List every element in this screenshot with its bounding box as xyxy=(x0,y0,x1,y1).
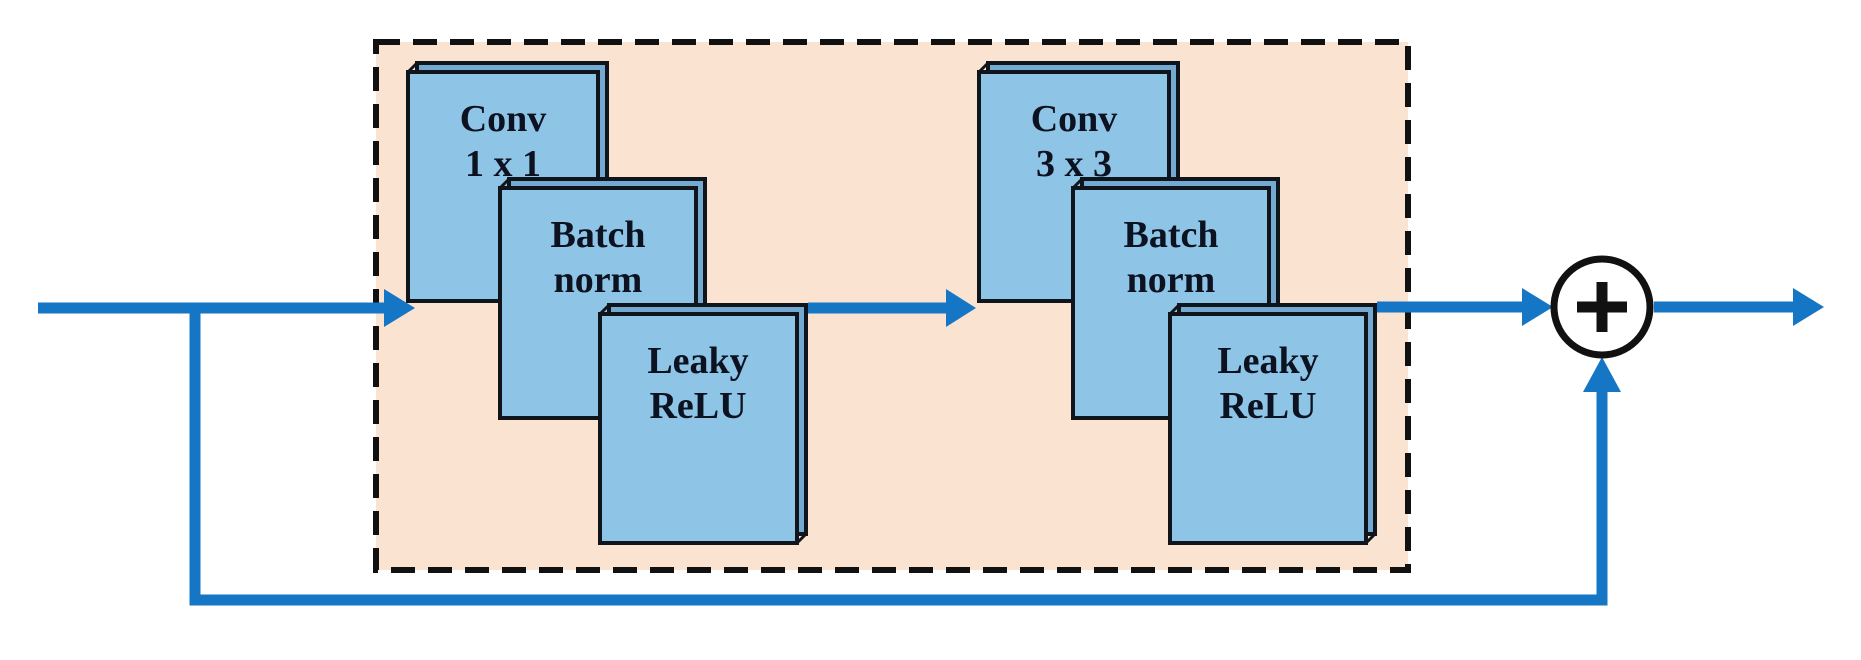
skip-connection-line xyxy=(189,308,1608,606)
block-label-line2: ReLU xyxy=(649,385,746,427)
block-label-line1: Leaky xyxy=(647,340,748,382)
sum-node xyxy=(1550,255,1654,359)
skip-arrowhead-icon xyxy=(1583,357,1621,392)
inner-stage-arrow xyxy=(808,289,976,327)
block-label-line2: norm xyxy=(554,259,643,301)
block-front-face xyxy=(1168,312,1368,545)
block-leaky-relu-2: Leaky ReLU xyxy=(1168,303,1377,545)
skip-connection xyxy=(189,308,1621,606)
block-label-line1: Batch xyxy=(551,214,646,256)
pre-sum-arrowhead-icon xyxy=(1522,288,1553,326)
output-arrow xyxy=(1654,288,1824,326)
inner-arrowhead-icon xyxy=(946,289,976,327)
output-arrowhead-icon xyxy=(1793,288,1824,326)
input-arrow xyxy=(38,289,415,327)
plus-icon xyxy=(1577,282,1627,332)
block-leaky-relu-1: Leaky ReLU xyxy=(598,303,808,545)
block-label-line2: norm xyxy=(1127,259,1216,301)
pre-sum-arrow xyxy=(1377,288,1553,326)
block-label-line2: ReLU xyxy=(1219,385,1316,427)
block-label-line1: Leaky xyxy=(1217,340,1318,382)
block-label-line1: Batch xyxy=(1124,214,1219,256)
input-arrowhead-icon xyxy=(384,289,415,327)
block-label-line1: Conv xyxy=(1031,98,1118,140)
block-front-face xyxy=(598,312,799,545)
block-label-line1: Conv xyxy=(460,98,547,140)
